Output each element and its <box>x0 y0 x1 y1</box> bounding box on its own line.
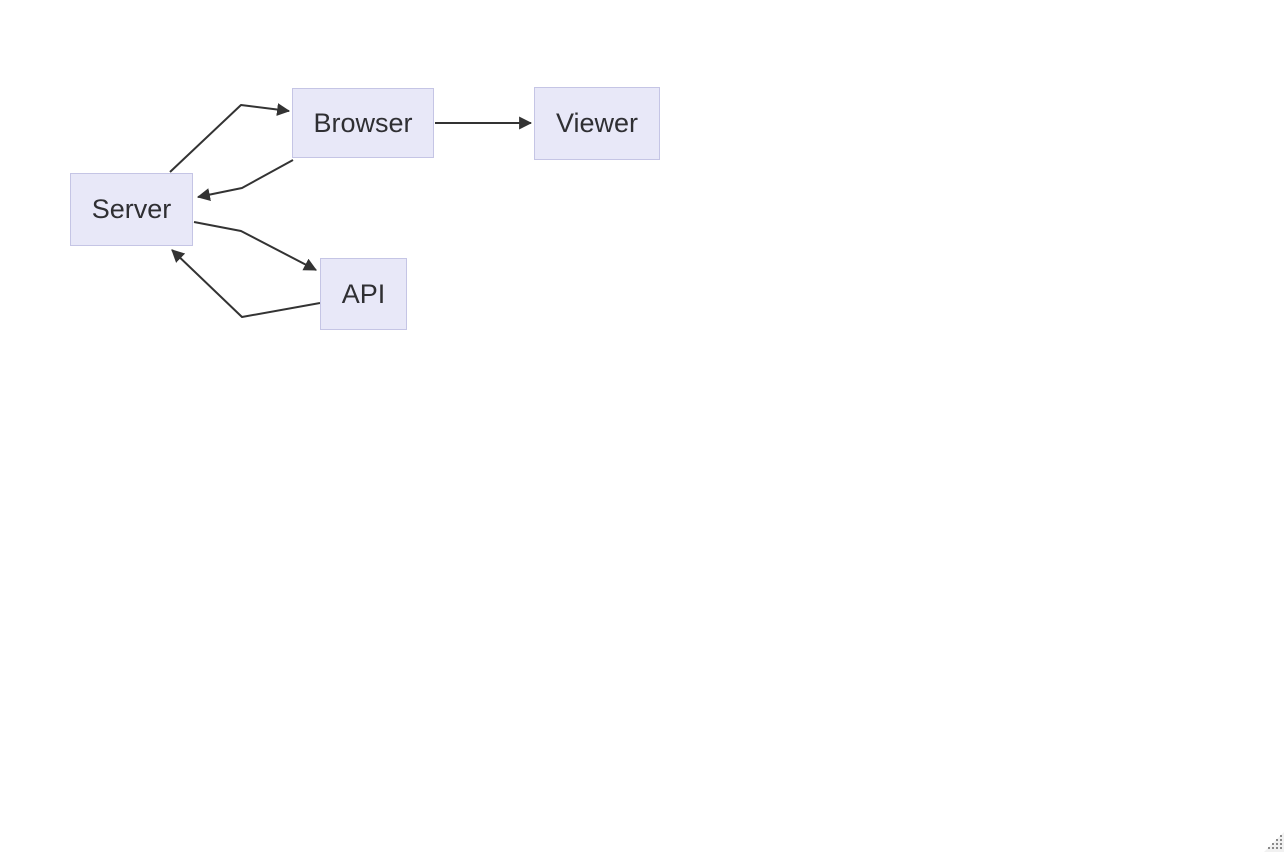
node-api: API <box>320 258 407 330</box>
node-server-label: Server <box>91 194 172 224</box>
node-api-label: API <box>341 278 386 309</box>
edge-server-to-browser <box>169 103 291 173</box>
resize-grip-icon[interactable] <box>1264 832 1284 852</box>
node-viewer-label: Viewer <box>555 108 639 138</box>
node-viewer: Viewer <box>534 87 660 160</box>
node-server: Server <box>70 173 193 246</box>
edge-browser-to-server <box>196 159 294 201</box>
node-browser-label: Browser <box>313 107 413 138</box>
edge-server-to-api <box>193 221 317 271</box>
edge-api-to-server <box>171 249 321 318</box>
node-browser: Browser <box>292 88 434 158</box>
